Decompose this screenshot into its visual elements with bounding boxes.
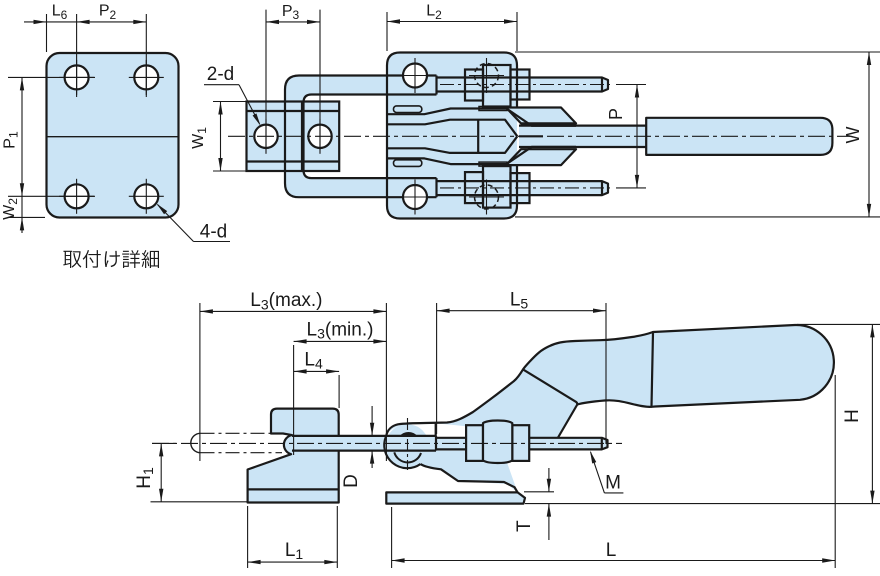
svg-text:W: W bbox=[843, 127, 863, 144]
svg-text:4-d: 4-d bbox=[200, 222, 227, 243]
svg-text:L: L bbox=[606, 540, 617, 561]
svg-text:P3: P3 bbox=[282, 3, 300, 22]
svg-text:T: T bbox=[514, 520, 535, 532]
svg-text:P1: P1 bbox=[2, 131, 21, 149]
svg-text:D: D bbox=[341, 474, 362, 488]
svg-text:L3(min.): L3(min.) bbox=[307, 319, 374, 341]
svg-text:M: M bbox=[605, 473, 621, 494]
svg-text:H1: H1 bbox=[134, 467, 156, 489]
svg-text:L6: L6 bbox=[52, 3, 68, 22]
svg-text:P: P bbox=[606, 108, 626, 120]
svg-text:L2: L2 bbox=[426, 3, 442, 22]
svg-text:2-d: 2-d bbox=[207, 64, 234, 85]
svg-text:L3(max.): L3(max.) bbox=[250, 290, 322, 312]
svg-text:P2: P2 bbox=[99, 3, 117, 22]
svg-text:L5: L5 bbox=[510, 290, 529, 312]
svg-text:H: H bbox=[842, 409, 863, 423]
svg-text:L1: L1 bbox=[285, 540, 304, 562]
svg-text:W2: W2 bbox=[1, 198, 20, 220]
svg-text:L4: L4 bbox=[304, 349, 323, 371]
svg-text:W1: W1 bbox=[190, 127, 209, 149]
